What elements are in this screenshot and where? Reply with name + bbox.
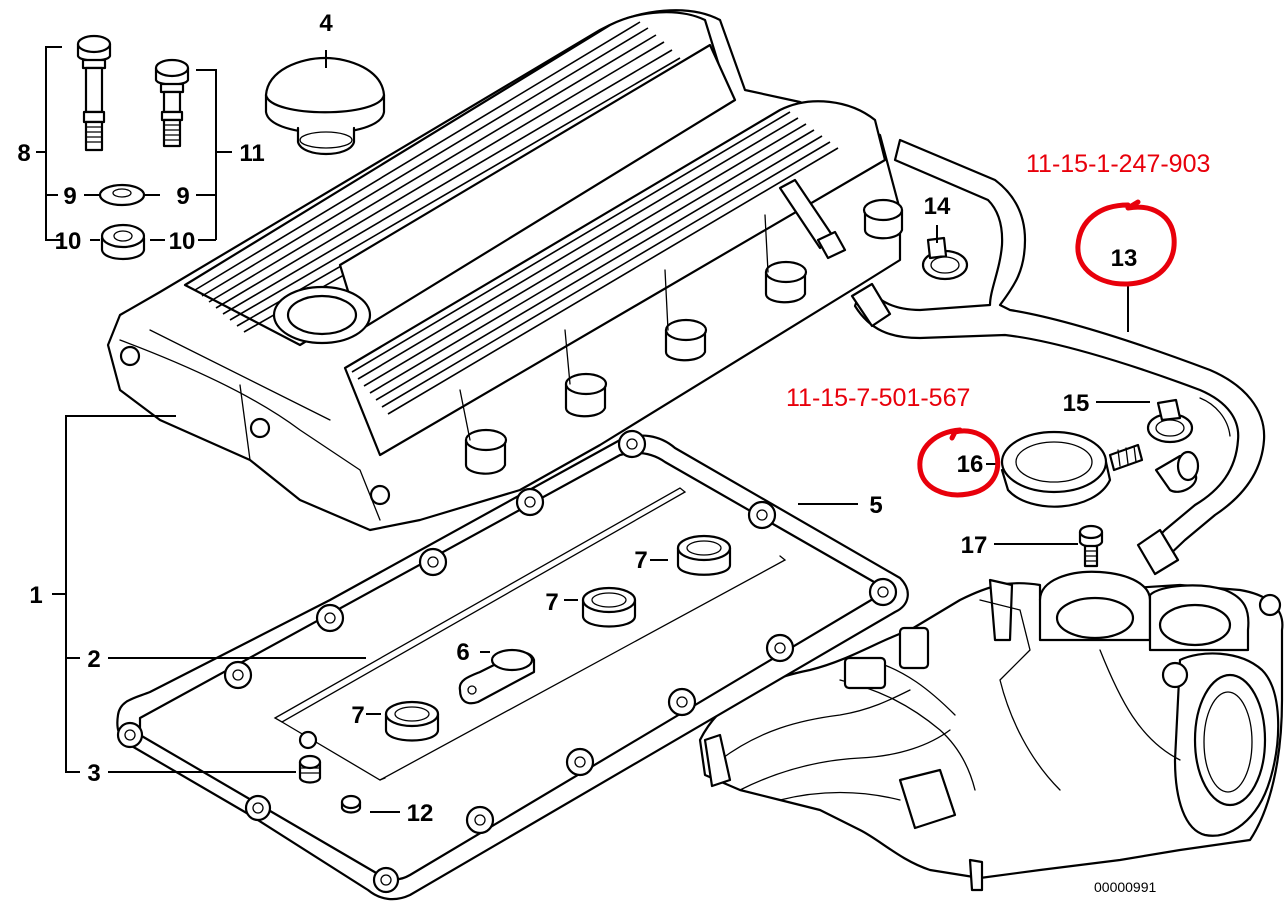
callout-1: 1 [29,582,42,609]
bolt-8 [76,34,112,152]
callout-2: 2 [87,646,100,673]
cover-ribs-right [351,111,839,415]
callout-16: 16 [957,451,984,478]
callout-10-right: 10 [169,228,196,255]
seal-6 [458,648,536,705]
highlight-marks [917,199,1177,498]
callout-11: 11 [239,140,264,167]
hardware-group [36,34,232,261]
oil-filler-cap [264,56,386,155]
leader-lines [52,50,1150,813]
screw-3 [298,754,322,784]
plug-12 [340,794,362,814]
callout-12: 12 [407,800,434,827]
callout-3: 3 [87,760,100,787]
callout-7b: 7 [545,589,558,616]
callout-6: 6 [456,639,469,666]
callout-5: 5 [869,492,882,519]
part-number-hose: 11-15-1-247-903 [1026,150,1210,178]
seal-7-top [676,534,732,576]
oil-separator-hose [850,138,1266,576]
hose-clamp-15 [1146,398,1194,444]
callout-14: 14 [924,193,951,220]
callout-7a: 7 [634,547,647,574]
hose-clamp-14 [921,236,969,281]
grommet-10 [100,223,146,261]
part-number-valve: 11-15-7-501-567 [786,384,970,412]
callout-8: 8 [17,140,30,167]
pressure-regulating-valve [1000,430,1200,508]
callout-7c: 7 [351,702,364,729]
seal-7-mid [581,586,637,628]
cover-bosses [119,198,904,506]
callout-9-right: 9 [176,183,189,210]
spark-plug-seals [384,534,732,742]
callout-15: 15 [1063,390,1090,417]
callout-13: 13 [1111,245,1138,272]
highlight-circle-16 [917,427,1001,498]
gasket-bolt-holes [116,429,898,894]
highlight-circle-13 [1075,199,1177,287]
cylinder-head-cover [106,9,904,532]
screw-17 [1078,524,1104,568]
callout-labels: 1 2 3 4 5 6 7 7 7 8 9 9 10 10 11 12 13 1… [17,10,1137,827]
washer-9 [98,183,146,207]
spark-plug-well-gasket [273,487,787,781]
callout-4: 4 [319,10,333,37]
drawing-number: 00000991 [1094,879,1157,895]
callout-17: 17 [961,532,988,559]
intake-manifold [698,570,1284,892]
callout-9-left: 9 [63,183,76,210]
callout-10-left: 10 [55,228,82,255]
seal-7-low [384,700,440,742]
bolt-11 [154,58,190,148]
